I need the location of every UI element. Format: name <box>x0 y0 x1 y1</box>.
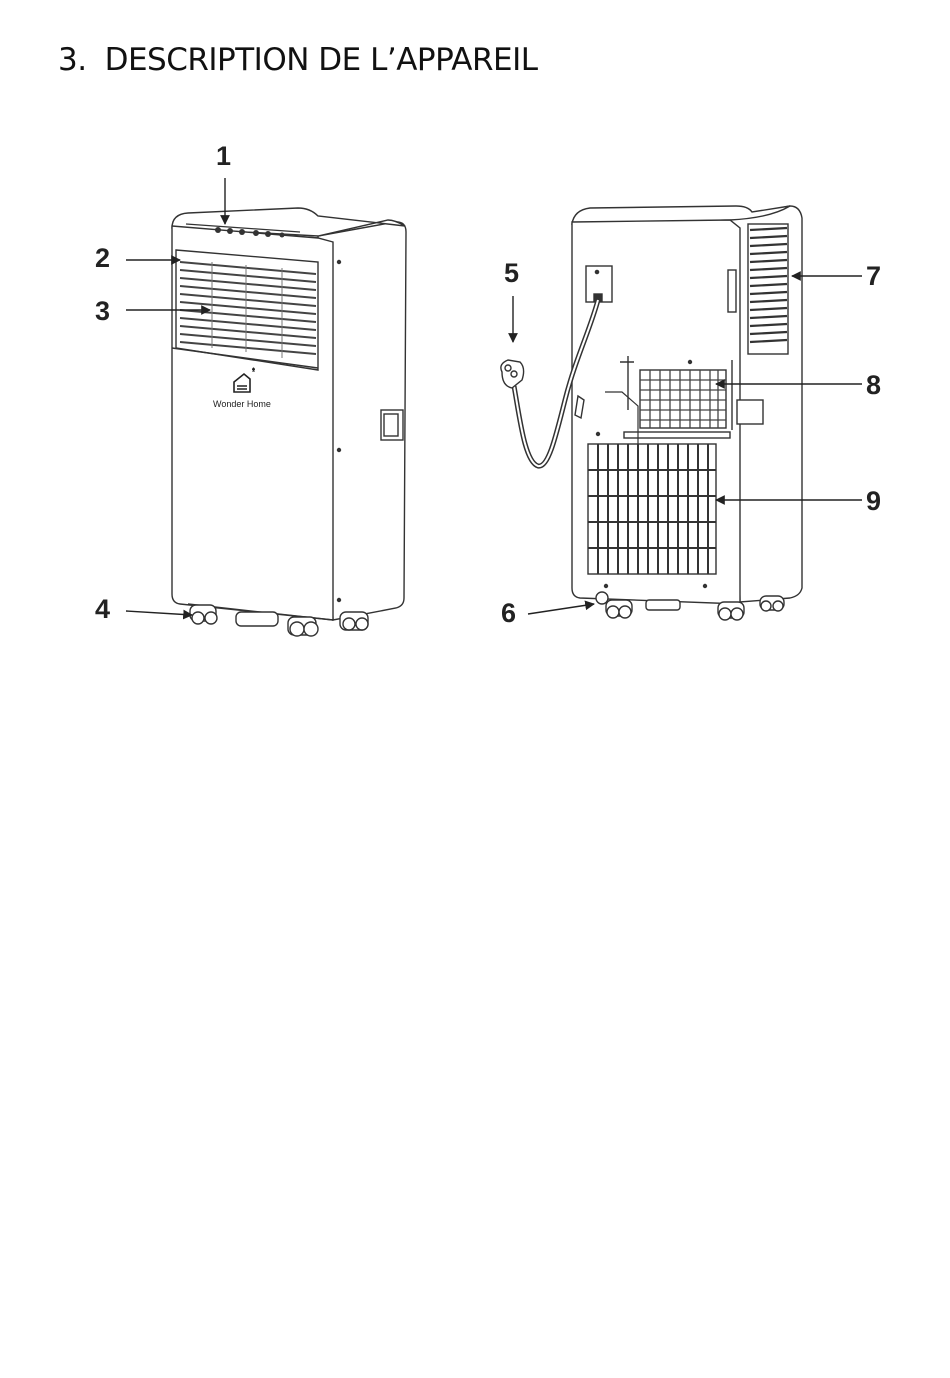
appliance-diagram: Wonder Home <box>0 0 950 700</box>
callout-5: 5 <box>504 258 519 288</box>
callout-1: 1 <box>216 141 231 171</box>
brand-label: Wonder Home <box>213 399 271 409</box>
power-plug <box>501 360 524 388</box>
callout-8: 8 <box>866 370 881 400</box>
side-vent <box>750 228 787 342</box>
front-view <box>172 208 406 636</box>
callout-7: 7 <box>866 261 881 291</box>
callout-4: 4 <box>95 594 110 624</box>
back-view <box>501 206 802 620</box>
callout-6: 6 <box>501 598 516 628</box>
callout-9: 9 <box>866 486 881 516</box>
callout-2: 2 <box>95 243 110 273</box>
callout-3: 3 <box>95 296 110 326</box>
